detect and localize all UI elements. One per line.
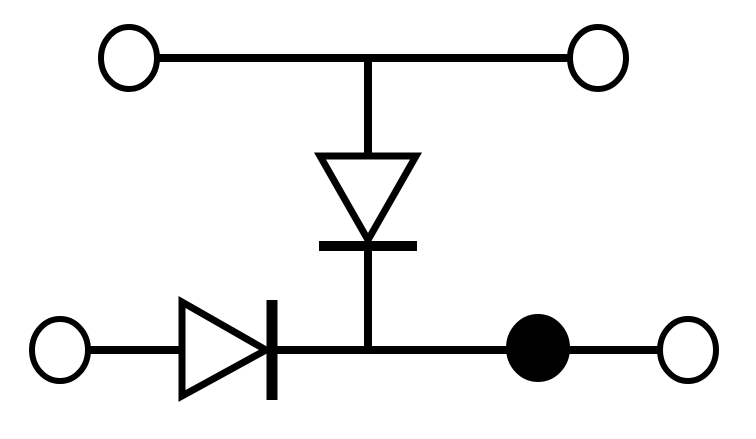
diode-horizontal-body <box>178 295 274 402</box>
terminal-top-right <box>567 24 629 92</box>
terminal-bottom-left <box>29 316 91 384</box>
terminal-top-left <box>98 24 160 92</box>
terminal-bottom-right <box>657 316 719 384</box>
diode-horizontal <box>178 295 278 402</box>
diode-vertical-body <box>313 152 423 248</box>
junction-bottom <box>506 314 570 382</box>
diode-vertical <box>313 152 423 251</box>
